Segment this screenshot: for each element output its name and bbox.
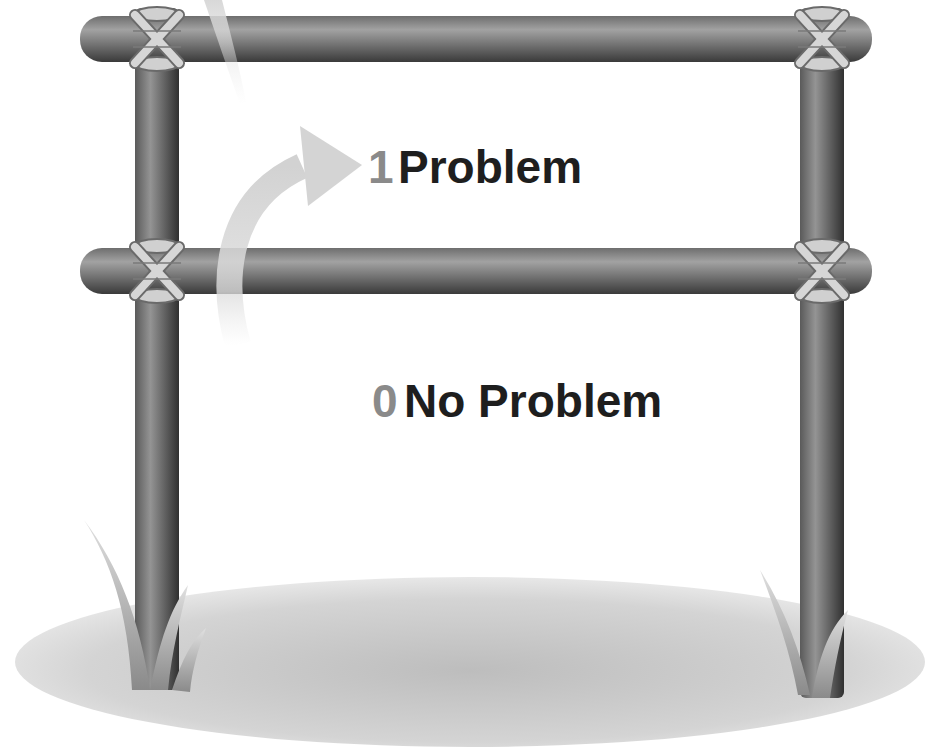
fence-post bbox=[135, 8, 179, 690]
grass-blade bbox=[760, 570, 810, 695]
rope-knot bbox=[133, 7, 181, 71]
curved-arrow bbox=[230, 166, 302, 345]
fence-rail bbox=[80, 16, 872, 62]
rope-knot bbox=[798, 239, 846, 303]
arrow-tail bbox=[204, 0, 246, 104]
fence-rail bbox=[80, 248, 872, 294]
level-number: 0 bbox=[372, 378, 398, 424]
grass-blade bbox=[84, 520, 150, 690]
rope-knot bbox=[798, 7, 846, 71]
grass-blade bbox=[172, 628, 206, 692]
rope-knot bbox=[133, 239, 181, 303]
level-label: No Problem bbox=[404, 378, 662, 424]
grass-blade bbox=[812, 610, 848, 698]
level-number: 1 bbox=[368, 144, 394, 190]
level-label: Problem bbox=[398, 144, 582, 190]
fence-post bbox=[800, 8, 844, 698]
arrow-head bbox=[300, 126, 362, 206]
